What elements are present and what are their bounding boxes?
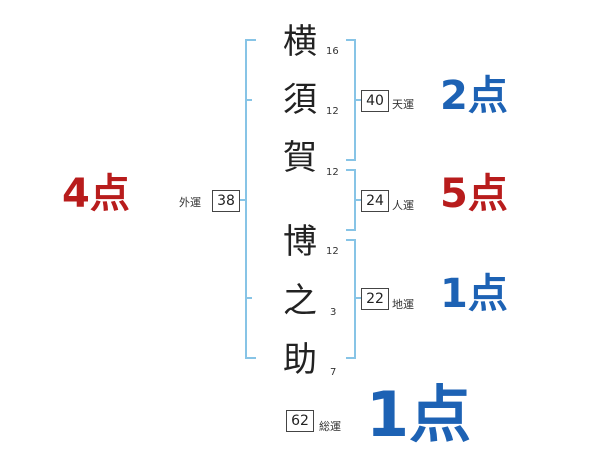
ten-label: 天運 [392,98,414,111]
gai-score: 4点 [62,171,130,217]
name-char-3: 賀 [283,138,317,178]
gai-value-box: 38 [212,190,240,212]
chi-label: 地運 [392,298,414,311]
ten-value-box: 40 [361,90,389,112]
ten-score: 2点 [440,73,508,119]
chi-bracket [346,239,356,359]
gai-label: 外運 [179,196,201,209]
stroke-count-6: 7 [330,367,337,378]
jin-score: 5点 [440,171,508,217]
stroke-count-4: 12 [326,246,339,257]
sou-value-box: 62 [286,410,314,432]
stroke-count-1: 16 [326,46,339,57]
name-char-4: 博 [283,222,317,262]
ten-bracket [346,39,356,161]
chi-score: 1点 [440,271,508,317]
sou-label: 総運 [319,420,341,433]
jin-bracket [346,169,356,231]
chi-value-box: 22 [361,288,389,310]
name-char-5: 之 [283,281,317,321]
name-char-1: 横 [283,22,317,62]
stroke-count-2: 12 [326,106,339,117]
stroke-count-5: 3 [330,307,337,318]
name-char-2: 須 [283,80,317,120]
jin-label: 人運 [392,199,414,212]
jin-value-box: 24 [361,190,389,212]
outer-bracket [245,39,256,359]
stroke-count-3: 12 [326,167,339,178]
name-char-6: 助 [283,340,317,380]
sou-score: 1点 [366,378,472,451]
